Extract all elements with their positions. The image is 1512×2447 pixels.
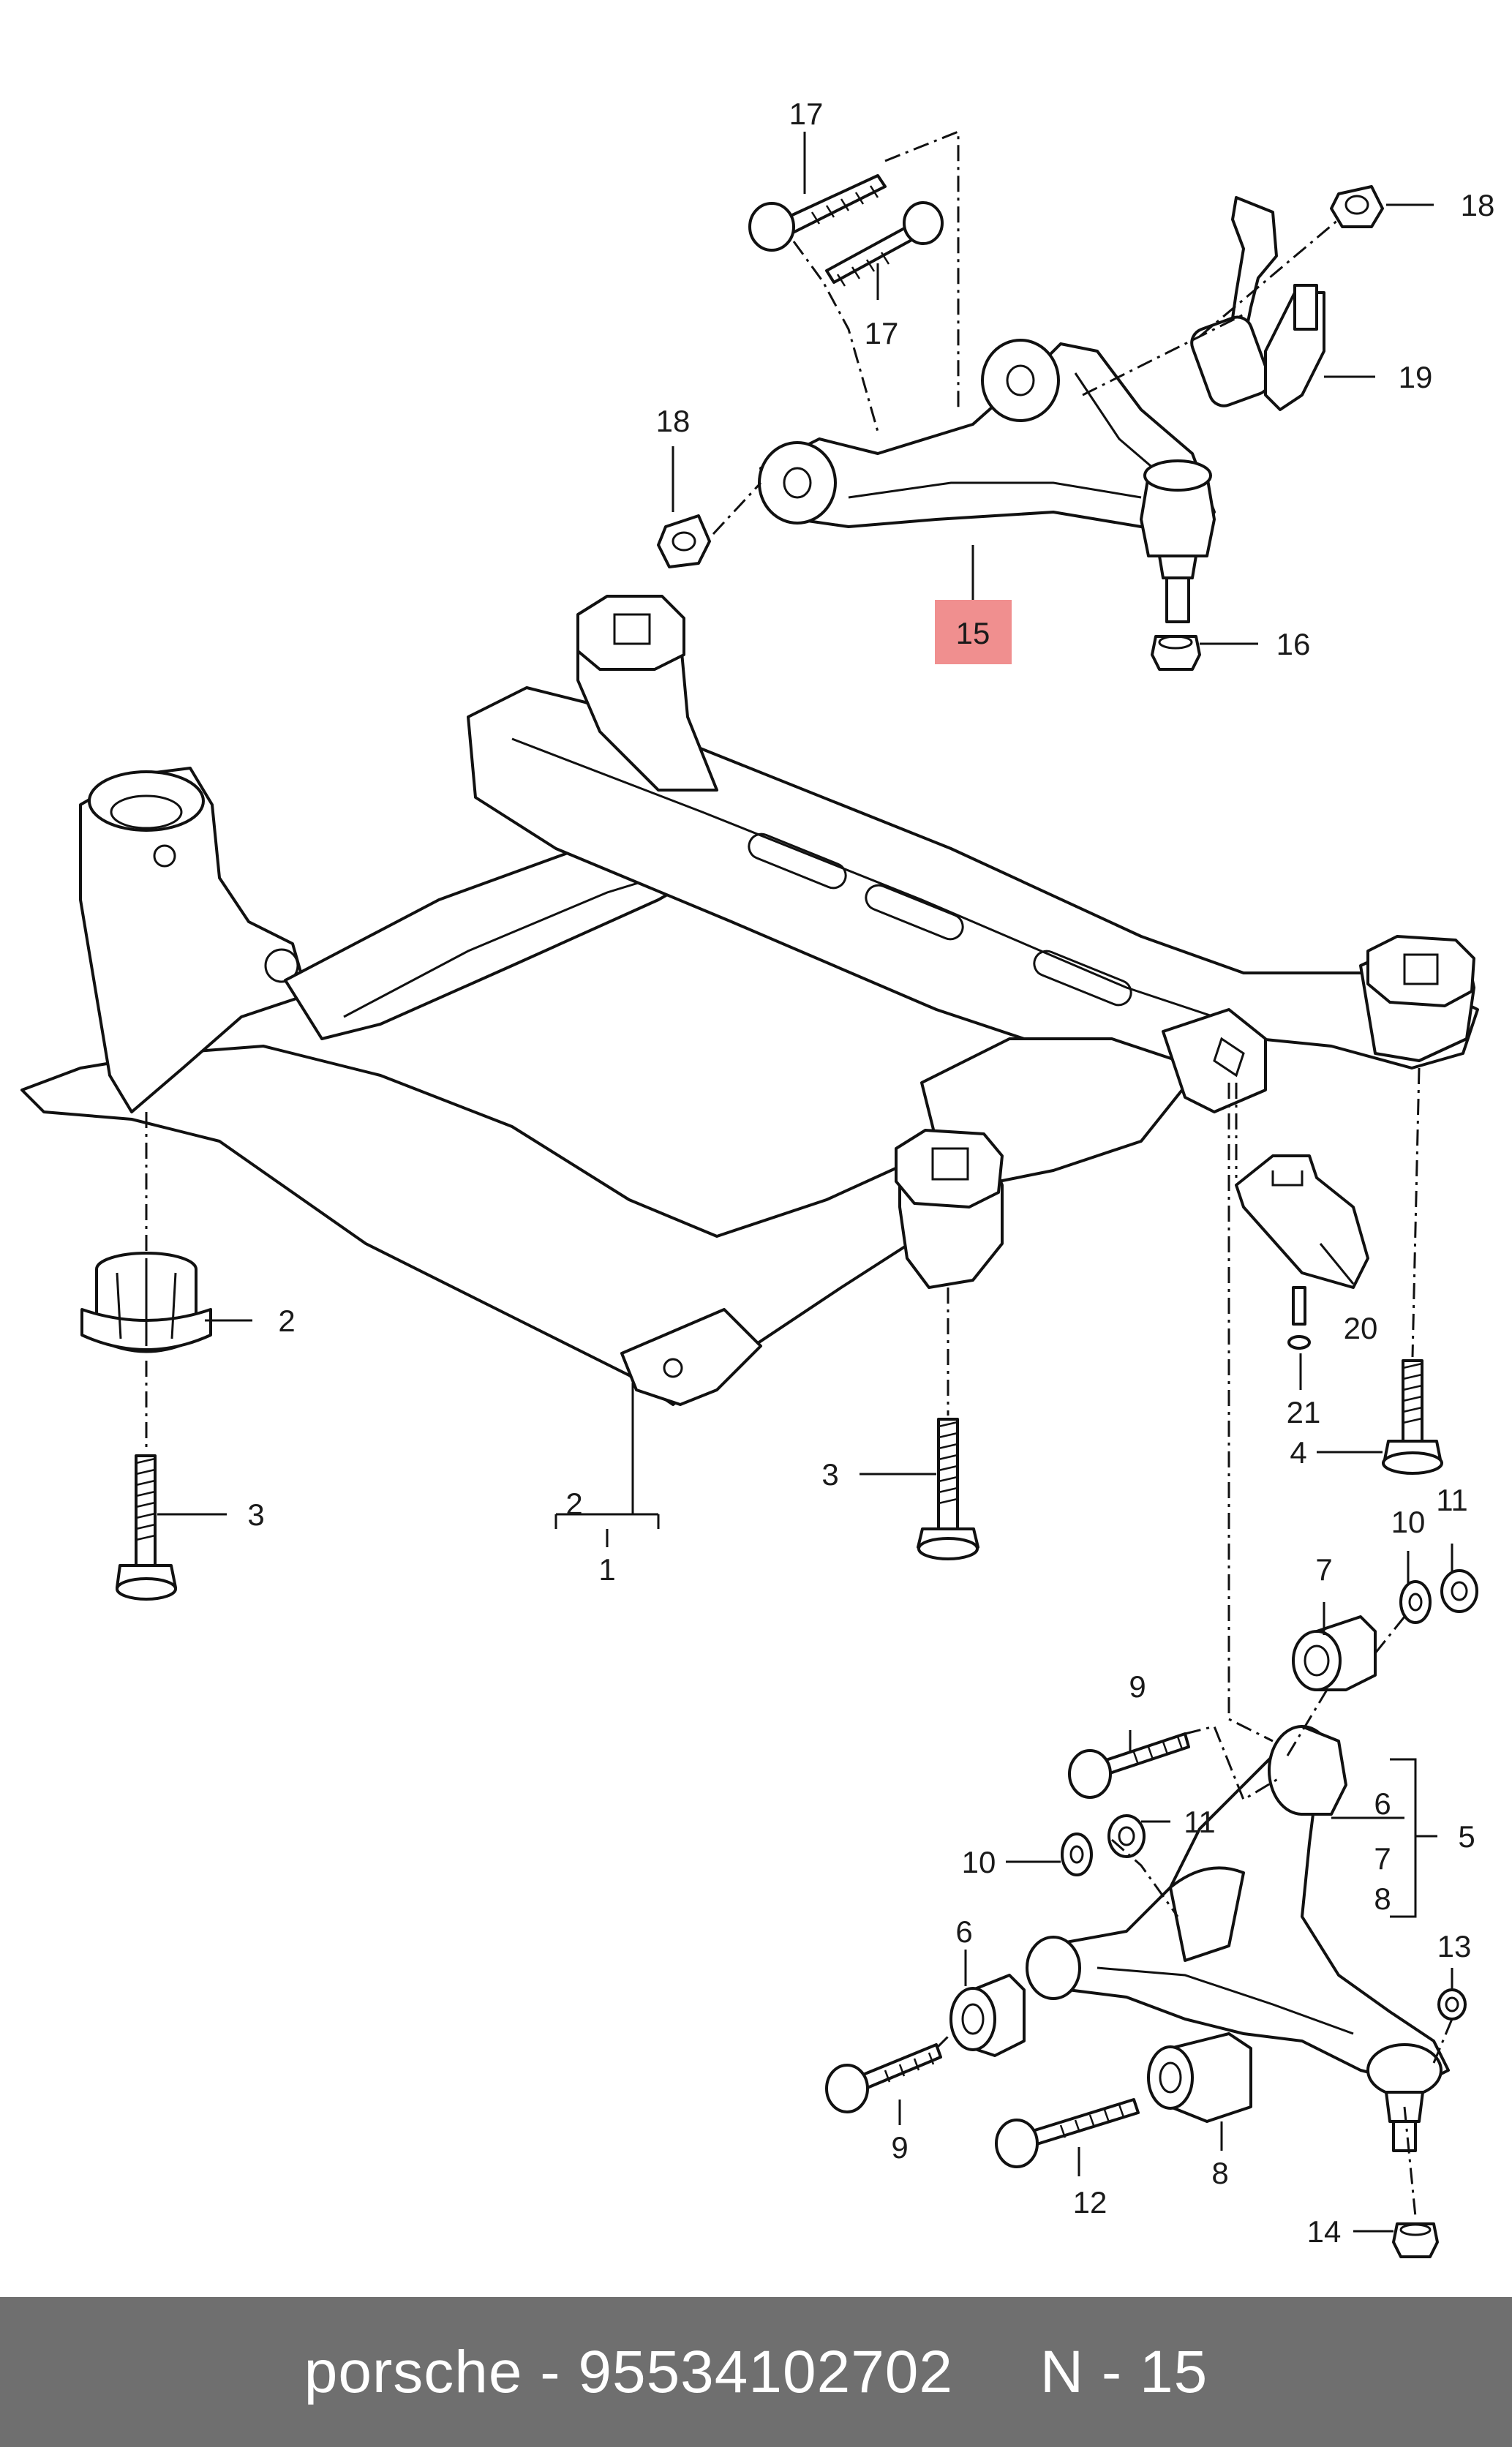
callout-3-middle: 3 — [821, 1457, 838, 1492]
washer-10-lower — [1061, 1833, 1093, 1876]
callout-2-middle: 2 — [565, 1486, 582, 1521]
callout-6-right: 6 — [1374, 1786, 1391, 1821]
nut-14 — [1392, 2222, 1439, 2258]
callout-16: 16 — [1276, 627, 1311, 661]
callout-1: 1 — [598, 1552, 615, 1587]
bolt-12 — [995, 2098, 1140, 2168]
callout-17-lower: 17 — [865, 316, 899, 350]
callout-9-lower: 9 — [891, 2130, 908, 2165]
bolt-3-left — [116, 1454, 177, 1601]
lower-control-arm — [1026, 1725, 1450, 2152]
washer-10-upper — [1399, 1580, 1432, 1624]
callout-8-lower: 8 — [1211, 2156, 1228, 2190]
callout-11-upper: 11 — [1436, 1483, 1468, 1517]
callout-9-upper: 9 — [1129, 1669, 1146, 1704]
callout-19: 19 — [1399, 360, 1433, 394]
bolt-9-lower — [825, 2043, 942, 2113]
nut-18-left — [657, 514, 711, 568]
bushing-8 — [1147, 2032, 1252, 2123]
level-sensor — [1190, 196, 1325, 411]
bushing-7 — [1292, 1615, 1377, 1691]
callout-4: 4 — [1290, 1435, 1306, 1470]
nut-13 — [1437, 1988, 1467, 2021]
callout-3-left: 3 — [247, 1497, 264, 1532]
callout-14: 14 — [1307, 2214, 1342, 2249]
callout-labels: 17 17 18 18 19 15 16 2 3 3 2 1 20 21 4 1… — [247, 97, 1494, 2249]
nut-16 — [1151, 635, 1201, 671]
leader-lines — [157, 132, 1453, 2233]
bolt-9-upper — [1068, 1732, 1190, 1799]
assembly-lines — [145, 129, 1453, 2217]
callout-15: 15 — [956, 616, 990, 650]
front-subframe — [20, 595, 1479, 1406]
callout-18-right: 18 — [1461, 188, 1495, 222]
callout-11-lower: 11 — [1184, 1805, 1216, 1839]
callout-21: 21 — [1287, 1395, 1321, 1429]
nut-11-upper — [1440, 1569, 1478, 1613]
exploded-parts-diagram: 17 17 18 18 19 15 16 2 3 3 2 1 20 21 4 1… — [20, 97, 1494, 2258]
callout-7-upper: 7 — [1315, 1552, 1332, 1587]
highlight-box-15 — [935, 600, 1012, 664]
callout-20: 20 — [1344, 1311, 1378, 1345]
bolt-3-middle — [917, 1418, 979, 1560]
callout-13: 13 — [1437, 1929, 1472, 1963]
callout-6-left: 6 — [955, 1914, 972, 1949]
callout-2-left: 2 — [278, 1304, 295, 1338]
nut-18-right — [1330, 185, 1384, 228]
callout-17-top: 17 — [789, 97, 824, 131]
callout-5: 5 — [1458, 1819, 1475, 1854]
upper-control-arm — [758, 339, 1216, 623]
bolt-4 — [1382, 1359, 1443, 1475]
callout-18-left: 18 — [656, 404, 691, 438]
footer-bar: porsche - 95534102702 N - 15 — [0, 2297, 1512, 2447]
bushing-6 — [949, 1974, 1026, 2057]
footer-part-number: porsche - 95534102702 N - 15 — [304, 2338, 1208, 2405]
subframe-bushing — [80, 1252, 212, 1353]
callout-10-lower: 10 — [962, 1845, 996, 1879]
callout-12: 12 — [1073, 2185, 1107, 2219]
bolt-21 — [1287, 1286, 1311, 1350]
nut-11-lower — [1107, 1814, 1146, 1858]
callout-10-upper: 10 — [1391, 1505, 1426, 1539]
bolt-17-upper — [748, 174, 887, 252]
callout-7-right: 7 — [1374, 1841, 1391, 1876]
callout-8-right: 8 — [1374, 1882, 1391, 1916]
bracket-20 — [1235, 1154, 1369, 1289]
bolt-17-lower — [825, 201, 944, 287]
